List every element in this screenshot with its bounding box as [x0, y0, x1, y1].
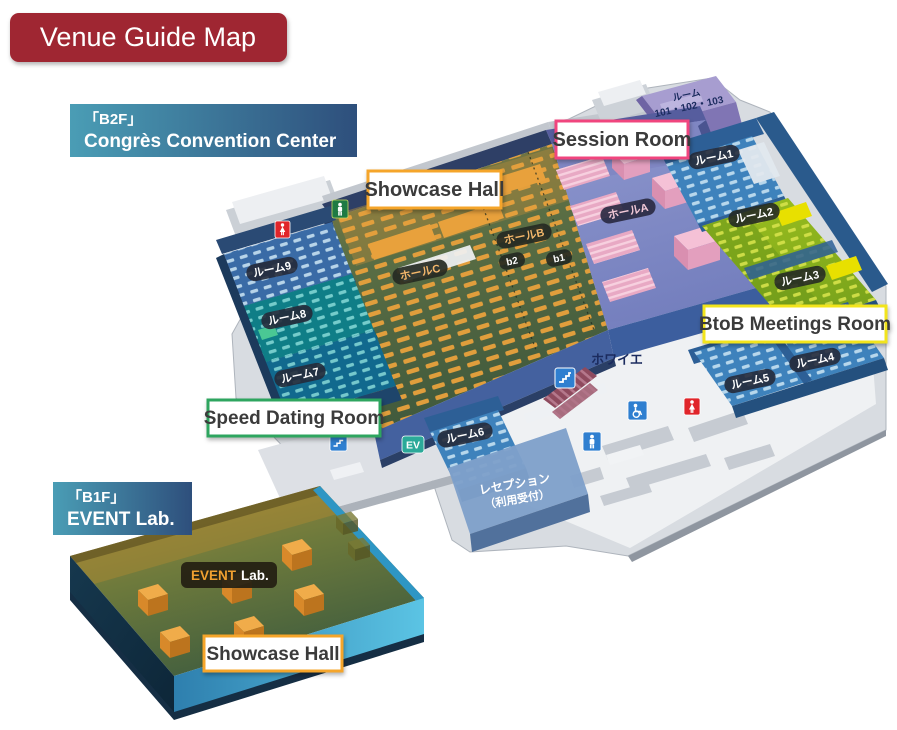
b1f-left-wall	[70, 556, 174, 714]
room-badge-9: ルーム9	[246, 256, 298, 282]
svg-text:Showcase Hall: Showcase Hall	[206, 644, 339, 665]
room-badge-8: ルーム8	[261, 304, 313, 330]
b2f-base-bottom-edge	[628, 430, 886, 562]
room-badge-5: ルーム5	[724, 368, 776, 394]
room-badge-1: ルーム1	[688, 144, 740, 170]
b2f-floor-name: Congrès Convention Center	[84, 131, 337, 152]
page-title-text: Venue Guide Map	[40, 22, 256, 52]
speed-dating-room-label: Speed Dating Room	[204, 398, 385, 438]
b1f-map: EVENT Lab.	[70, 486, 424, 720]
event-lab-badge: EVENT Lab.	[181, 562, 277, 588]
b1f-floor-tag: 「B1F」	[67, 488, 125, 506]
elevator-badge: EV	[401, 435, 425, 454]
b1f-floor-label: 「B1F」 EVENT Lab.	[53, 482, 192, 535]
escalator-icon-small	[329, 433, 348, 452]
foyer-label: ホワイエ	[591, 352, 643, 367]
b2f-floor-label: 「B2F」 Congrès Convention Center	[70, 104, 357, 157]
escalator-icon	[554, 367, 576, 389]
room-badge-4: ルーム4	[789, 347, 841, 373]
session-seating	[556, 156, 656, 302]
svg-text:Session Room: Session Room	[553, 129, 692, 151]
event-lab-badge-rest: Lab.	[241, 568, 269, 583]
room-badge-7: ルーム7	[274, 362, 326, 388]
room-badge-2: ルーム2	[728, 202, 780, 228]
b1f-showcase-hall-label: Showcase Hall	[202, 634, 344, 673]
reception-block	[448, 428, 590, 552]
page-title: Venue Guide Map	[10, 13, 287, 62]
showcase-hall-label: Showcase Hall	[364, 169, 505, 210]
male-restroom-icon	[582, 431, 602, 452]
room-badge-6: ルーム6	[437, 422, 493, 448]
svg-text:b1: b1	[552, 252, 566, 265]
svg-text:b2: b2	[505, 255, 519, 268]
hall-a-badge: ホールA	[600, 198, 656, 224]
btob-meetings-room-label: BtoB Meetings Room	[699, 304, 891, 344]
svg-text:BtoB Meetings Room: BtoB Meetings Room	[699, 314, 891, 335]
session-room-label: Session Room	[553, 119, 692, 160]
female-restroom-icon	[683, 397, 701, 416]
foyer-corridors	[570, 410, 775, 506]
b2-badge: b2	[499, 252, 525, 270]
svg-text:Speed Dating Room: Speed Dating Room	[204, 408, 385, 429]
restroom-icon-hall	[331, 199, 349, 219]
female-restroom-icon-west	[274, 220, 291, 239]
b1f-floor-name: EVENT Lab.	[67, 509, 175, 530]
svg-text:Showcase Hall: Showcase Hall	[364, 179, 504, 201]
wheelchair-icon	[627, 400, 648, 421]
elevator-label: EV	[406, 440, 420, 452]
northwest-roof	[226, 176, 342, 242]
hall-b-badge: ホールB	[496, 223, 552, 249]
hall-c-badge: ホールC	[392, 259, 448, 285]
hall-booths	[332, 144, 608, 432]
b1-badge: b1	[546, 249, 572, 267]
room-badge-3: ルーム3	[774, 265, 826, 291]
event-lab-badge-accent: EVENT	[191, 568, 237, 583]
b2f-floor-tag: 「B2F」	[84, 110, 142, 128]
